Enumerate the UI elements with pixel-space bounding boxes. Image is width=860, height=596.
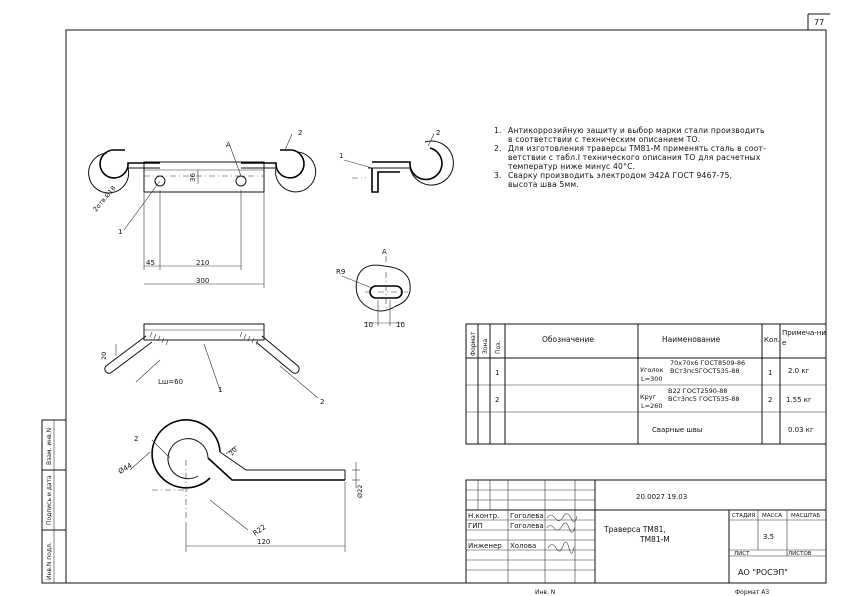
title-line2: ТМ81-М: [639, 535, 670, 544]
callout-1b: 1: [339, 152, 343, 160]
note-num: 1.: [494, 126, 502, 135]
row2-pos: 2: [495, 396, 499, 404]
note-line: температур ниже минус 40°С.: [508, 162, 636, 171]
role-gip: ГИП: [468, 522, 483, 530]
dim-r22: R22: [252, 523, 268, 537]
hdr-note: Примеча-ние: [782, 329, 826, 347]
note-num: 3.: [494, 171, 502, 180]
mass-label: МАССА: [762, 513, 782, 519]
note-item-3: 3. Сварку производить электродом Э42А ГО…: [494, 171, 794, 189]
dim-d44: Ø44: [117, 461, 134, 475]
spec-table: [465, 323, 827, 445]
hdr-zone: Зона: [482, 339, 489, 354]
rod-detail: [129, 419, 360, 552]
note-line: в соответствии с техническим описанием Т…: [508, 135, 701, 144]
signature-engineer: [547, 541, 575, 554]
view-a-detail: [341, 256, 411, 326]
sheets-label: ЛИСТОВ: [788, 551, 812, 557]
side-stamp-sign: Подпись и дата: [46, 475, 53, 525]
row2-qty: 2: [768, 396, 772, 404]
page-number: 77: [814, 18, 824, 27]
side-stamp: Взам. инв.N Подпись и дата Инв.N подл.: [41, 419, 67, 584]
front-view: [88, 133, 317, 288]
hdr-name: Наименование: [662, 335, 721, 344]
dim-20: 20: [100, 352, 108, 360]
name-engineer: Холова: [510, 542, 536, 550]
row1-line2: ВСт3пс5ГОСТ535-88: [670, 367, 740, 375]
doc-code: 20.0027 19.03: [636, 493, 687, 501]
format-label: Формат A3: [735, 589, 769, 596]
row2-prefix: Круг: [640, 393, 657, 401]
mass-value: 3.5: [763, 533, 774, 541]
signature-nkontr: [546, 513, 578, 522]
dim-r9: R9: [336, 268, 345, 276]
name-nkontr: Гоголева: [510, 512, 544, 520]
row1-pos: 1: [495, 369, 499, 377]
dim-10b: 10: [396, 321, 405, 329]
callout-1c: 1: [218, 386, 222, 394]
side-stamp-replace: Взам. инв.N: [46, 428, 53, 465]
org-name: АО "РОСЭП": [738, 568, 788, 577]
callout-2c: 2: [320, 398, 324, 406]
view-a-title: A: [382, 248, 387, 256]
role-nkontr: Н.контр.: [468, 512, 499, 520]
row2-note: 1.55 кг: [786, 396, 812, 404]
role-engineer: Инженер: [468, 542, 502, 550]
hdr-designation: Обозначение: [542, 335, 594, 344]
note-line: высота шва 5мм.: [508, 180, 579, 189]
note-item-2: 2. Для изготовления траверсы ТМ81-М прим…: [494, 144, 794, 171]
dim-45: 45: [146, 259, 155, 267]
note-num: 2.: [494, 144, 502, 153]
side-stamp-inv: Инв.N подл.: [46, 542, 53, 580]
view-a-mark: A: [226, 141, 231, 149]
row1-length: L=300: [641, 375, 662, 383]
hdr-note-wrap: Примеча-ние: [782, 329, 826, 347]
dim-10a: 10: [364, 321, 373, 329]
stage-label: СТАДИЯ: [732, 513, 755, 519]
note-line: Сварку производить электродом Э42А ГОСТ …: [508, 171, 733, 180]
dim-210: 210: [196, 259, 209, 267]
callout-2a: 2: [298, 129, 302, 137]
dim-300: 300: [196, 277, 209, 285]
dim-d22: Ø22: [356, 485, 364, 498]
hdr-pos: Поз.: [495, 341, 502, 354]
row1-prefix: Уголок: [640, 366, 663, 374]
hdr-qty: Кол.: [764, 336, 780, 344]
dim-120: 120: [257, 538, 270, 546]
row2-line2: ВСт3пс5 ГОСТ535-88: [668, 395, 740, 403]
title-line1: Траверса ТМ81,: [603, 525, 666, 534]
signature-gip: [546, 522, 576, 533]
inv-no-footer: Инв. N: [535, 589, 555, 596]
dim-20b: 20: [227, 446, 238, 457]
drawing-frame: [65, 29, 827, 584]
scale-label: МАСШТАБ: [791, 513, 820, 519]
row2-line1: В22 ГОСТ2590-88: [668, 387, 728, 395]
callout-1a: 1: [118, 228, 122, 236]
side-view: [343, 133, 454, 193]
note-line: Антикоррозийную защиту и выбор марки ста…: [508, 126, 765, 135]
sheet-label: ЛИСТ: [734, 551, 750, 557]
callout-2d: 2: [134, 435, 138, 443]
row1-line1: 70х70х6 ГОСТ8509-86: [670, 359, 745, 367]
dim-36: 36: [189, 173, 197, 182]
title-block: [465, 479, 827, 584]
top-view: [104, 323, 319, 399]
row1-qty: 1: [768, 369, 772, 377]
technical-notes: 1. Антикоррозийную защиту и выбор марки …: [494, 126, 794, 189]
hdr-format: Формат: [470, 331, 477, 356]
callout-2b: 2: [436, 129, 440, 137]
note-item-1: 1. Антикоррозийную защиту и выбор марки …: [494, 126, 794, 144]
row1-note: 2.0 кг: [788, 367, 810, 375]
note-line: Для изготовления траверсы ТМ81-М применя…: [508, 144, 767, 153]
note-line: ветствии с табл.I технического описания …: [508, 153, 761, 162]
dim-holes: 2отв.Ø18: [91, 184, 117, 213]
name-gip: Гоголева: [510, 522, 544, 530]
row2-length: L=260: [641, 402, 662, 410]
row3-note: 0.03 кг: [788, 426, 814, 434]
dim-lw: Lш=60: [158, 378, 183, 386]
row3-name: Сварные швы: [652, 426, 702, 434]
